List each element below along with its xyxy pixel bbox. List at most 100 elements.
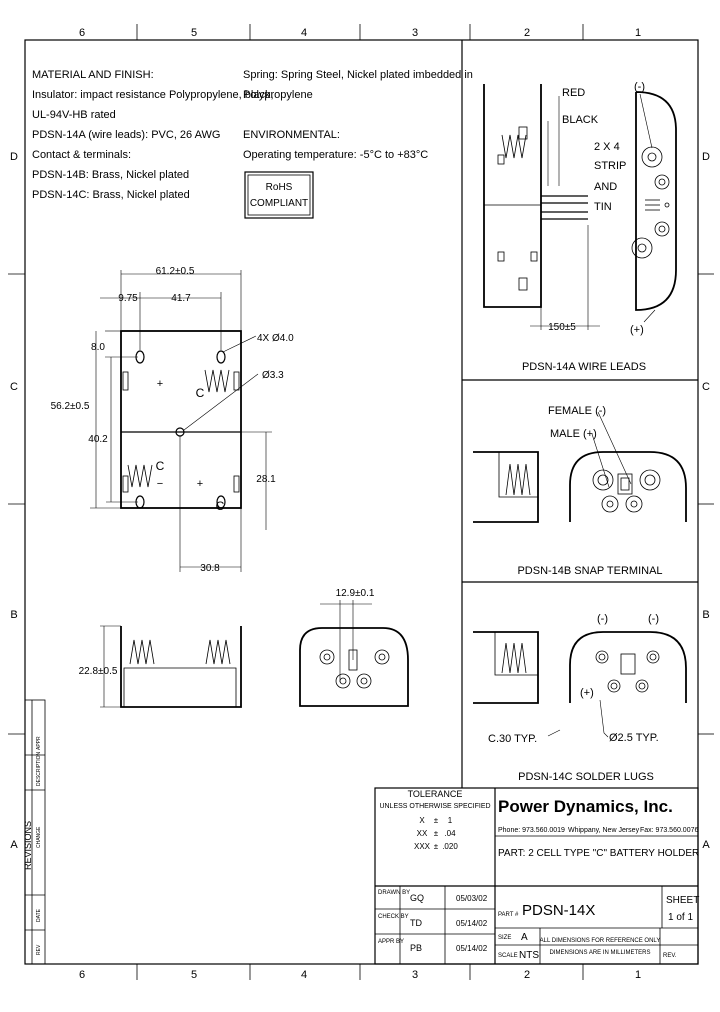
title-block: TOLERANCE UNLESS OTHERWISE SPECIFIED X ±…: [374, 787, 699, 965]
dim-holes: 4X Ø4.0: [257, 333, 294, 344]
row-label: A: [702, 839, 710, 851]
note-line: Insulator: impact resistance Polypropyle…: [32, 89, 274, 101]
tol-value: 1: [448, 816, 453, 825]
dimension-note: ALL DIMENSIONS FOR REFERENCE ONLY: [540, 938, 661, 944]
drawn-label: DRAWN BY: [378, 890, 410, 896]
row-label: A: [10, 839, 18, 851]
rev-col: REV: [36, 944, 42, 955]
snap-terminal-view: FEMALE (-) MALE (+) PDSN-14B SNAP TERMIN…: [473, 405, 687, 577]
col-label: 3: [412, 969, 418, 981]
note-line: ENVIRONMENTAL:: [243, 129, 340, 141]
snap-male-label: MALE (+): [550, 428, 597, 440]
sheet-border: [8, 24, 714, 980]
rev-col: DESCRIPTION: [36, 751, 42, 786]
rev-col: CHANGE: [36, 826, 42, 848]
dim-lead-length: 150±5: [548, 322, 576, 333]
strip-text: AND: [594, 181, 617, 193]
part-description: PART: 2 CELL TYPE "C" BATTERY HOLDER: [498, 848, 699, 859]
drawn-date: 05/03/02: [456, 894, 488, 903]
tol-format: X: [419, 816, 425, 825]
tol-value: .04: [444, 829, 456, 838]
note-line: PDSN-14A (wire leads): PVC, 26 AWG: [32, 129, 221, 141]
right-panels: [461, 40, 698, 788]
col-label: 1: [635, 27, 641, 39]
rev-label: REV.: [663, 953, 677, 959]
tol-sign: ±: [434, 829, 439, 838]
scale-label: SCALE: [498, 953, 518, 959]
row-label: B: [702, 609, 709, 621]
note-line: Polypropylene: [243, 89, 313, 101]
material-notes: MATERIAL AND FINISH: Insulator: impact r…: [32, 69, 274, 201]
dim-center-spacing: 41.7: [171, 293, 191, 304]
dim-depth: 22.8±0.5: [79, 666, 118, 677]
minus-symbol: −: [157, 478, 163, 490]
col-label: 3: [412, 27, 418, 39]
tol-value: .020: [442, 842, 458, 851]
wire-pos-label: (+): [630, 324, 644, 336]
note-line: Contact & terminals:: [32, 149, 131, 161]
top-view: + + − C C C 61.2±0.5 9.75 41.7 8.0 56.2±…: [51, 266, 295, 574]
dim-cell-spacing: 40.2: [88, 434, 108, 445]
tolerance-title: TOLERANCE: [408, 789, 463, 799]
tol-sign: ±: [434, 842, 439, 851]
check-by: TD: [410, 918, 422, 928]
solder-neg-label: (-): [597, 613, 608, 625]
lug-hole-label: Ø2.5 TYP.: [609, 732, 659, 744]
row-label: C: [10, 381, 18, 393]
tolerance-note: UNLESS OTHERWISE SPECIFIED: [379, 803, 490, 810]
sheet-number: 1 of 1: [668, 912, 693, 923]
note-line: UL-94V-HB rated: [32, 109, 116, 121]
note-line: Operating temperature: -5°C to +83°C: [243, 149, 428, 161]
row-label: B: [10, 609, 17, 621]
appr-by: PB: [410, 943, 422, 953]
size-label: SIZE: [498, 935, 511, 941]
drawn-by: GQ: [410, 893, 424, 903]
solder-title: PDSN-14C SOLDER LUGS: [518, 771, 654, 783]
tol-format: XXX: [414, 842, 431, 851]
dim-edge-offset: 9.75: [118, 293, 138, 304]
solder-lugs-view: (-) (-) (+) C.30 TYP. Ø2.5 TYP. PDSN-14C…: [473, 613, 687, 783]
col-label: 2: [524, 969, 530, 981]
row-label: D: [702, 151, 710, 163]
col-label: 1: [635, 969, 641, 981]
dim-lower-height: 28.1: [256, 474, 276, 485]
row-letters-left: D C B A: [10, 151, 18, 851]
rohs-line: RoHS: [266, 182, 293, 193]
column-numbers-bottom: 6 5 4 3 2 1: [79, 969, 641, 981]
rev-col: DATE: [36, 908, 42, 922]
lug-spacing-label: C.30 TYP.: [488, 733, 537, 745]
col-label: 6: [79, 969, 85, 981]
row-label: C: [702, 381, 710, 393]
wire-leads-view: RED BLACK 2 X 4 STRIP AND TIN 150±5 (-) …: [483, 81, 677, 373]
dim-overall-width: 61.2±0.5: [156, 266, 195, 277]
note-line: PDSN-14C: Brass, Nickel plated: [32, 189, 190, 201]
col-label: 5: [191, 969, 197, 981]
plus-symbol: +: [157, 378, 163, 390]
company-city: Whippany, New Jersey: [568, 827, 640, 834]
snap-female-label: FEMALE (-): [548, 405, 606, 417]
revisions-block: REVISIONS REV DATE CHANGE DESCRIPTION AP…: [23, 699, 46, 965]
company-name: Power Dynamics, Inc.: [498, 797, 673, 816]
snap-title: PDSN-14B SNAP TERMINAL: [517, 565, 662, 577]
cell-label: C: [156, 459, 165, 473]
rev-col: APPR: [36, 736, 42, 750]
cell-label: C: [216, 499, 225, 513]
tol-sign: ±: [434, 816, 439, 825]
row-label: D: [10, 151, 18, 163]
part-number: PDSN-14X: [522, 902, 595, 919]
tol-format: XX: [417, 829, 428, 838]
wire-neg-label: (-): [634, 81, 645, 93]
col-label: 4: [301, 27, 307, 39]
side-view: 22.8±0.5: [79, 625, 242, 708]
wire-black-label: BLACK: [562, 114, 599, 126]
sheet-label: SHEET: [666, 895, 699, 906]
end-view: 12.9±0.1: [299, 588, 409, 707]
solder-pos-label: (+): [580, 687, 594, 699]
company-fax: Fax: 973.560.0076: [640, 827, 698, 834]
check-date: 05/14/02: [456, 919, 488, 928]
strip-text: TIN: [594, 201, 612, 213]
col-label: 2: [524, 27, 530, 39]
appr-date: 05/14/02: [456, 944, 488, 953]
